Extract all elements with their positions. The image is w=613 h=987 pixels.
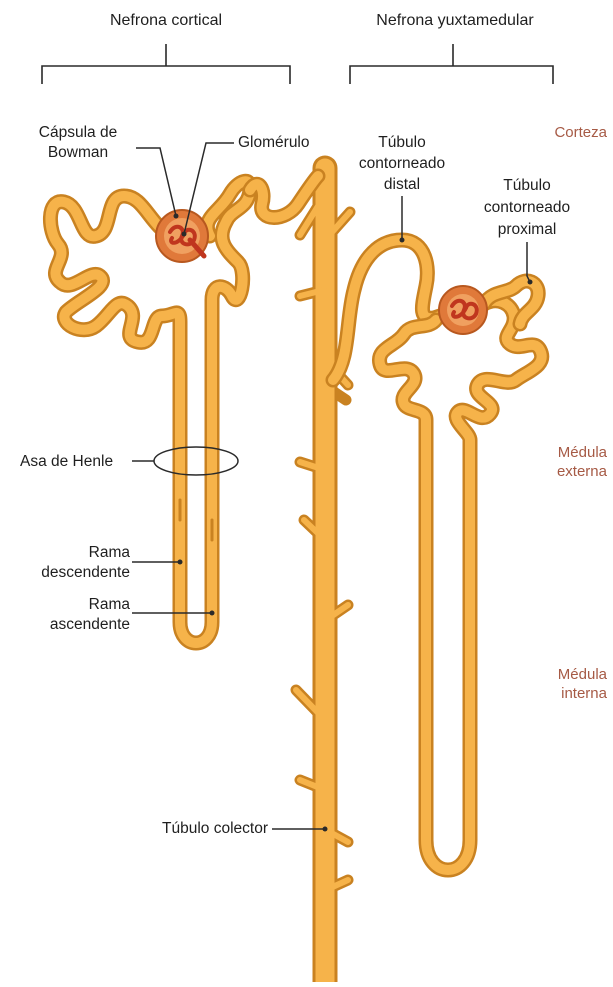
juxtamedullary-nephron bbox=[333, 240, 542, 870]
zone-label-outer-medulla-2: externa bbox=[557, 463, 608, 480]
label-descending-limb-2: descendente bbox=[41, 564, 130, 581]
leader-dot-ascending bbox=[210, 611, 215, 616]
header-juxtamedullary-nephron: Nefrona yuxtamedular bbox=[376, 12, 534, 29]
leader-dot-bowman bbox=[174, 214, 179, 219]
label-bowman-capsule-1: Cápsula de bbox=[39, 124, 117, 141]
zone-label-inner-medulla-2: interna bbox=[561, 685, 608, 702]
leader-dot-distal bbox=[400, 238, 405, 243]
leader-dot-collecting bbox=[323, 827, 328, 832]
label-collecting-duct: Túbulo colector bbox=[162, 820, 268, 837]
header-cortical-nephron: Nefrona cortical bbox=[110, 12, 222, 29]
label-bowman-capsule-2: Bowman bbox=[48, 144, 108, 161]
bracket-juxtamedullary bbox=[350, 44, 553, 84]
label-proximal-tubule-3: proximal bbox=[498, 221, 557, 238]
zone-label-cortex: Corteza bbox=[554, 124, 607, 141]
label-distal-tubule-1: Túbulo bbox=[378, 134, 425, 151]
zone-label-outer-medulla-1: Médula bbox=[558, 444, 608, 461]
leader-dot-proximal bbox=[528, 280, 533, 285]
label-distal-tubule-2: contorneado bbox=[359, 155, 445, 172]
loop-of-henle-ring bbox=[154, 447, 238, 475]
bracket-cortical bbox=[42, 44, 290, 84]
label-glomerulus: Glomérulo bbox=[238, 134, 310, 151]
label-loop-of-henle: Asa de Henle bbox=[20, 453, 113, 470]
zone-label-inner-medulla-1: Médula bbox=[558, 666, 608, 683]
juxtamedullary-tubule-outline bbox=[379, 301, 541, 870]
label-ascending-limb-2: ascendente bbox=[50, 616, 130, 633]
label-descending-limb-1: Rama bbox=[89, 544, 131, 561]
label-proximal-tubule-2: contorneado bbox=[484, 199, 570, 216]
collecting-duct bbox=[296, 168, 350, 982]
label-ascending-limb-1: Rama bbox=[89, 596, 131, 613]
label-proximal-tubule-1: Túbulo bbox=[503, 177, 550, 194]
leader-dot-glomerulus bbox=[182, 232, 187, 237]
leader-dot-descending bbox=[178, 560, 183, 565]
label-distal-tubule-3: distal bbox=[384, 176, 420, 193]
